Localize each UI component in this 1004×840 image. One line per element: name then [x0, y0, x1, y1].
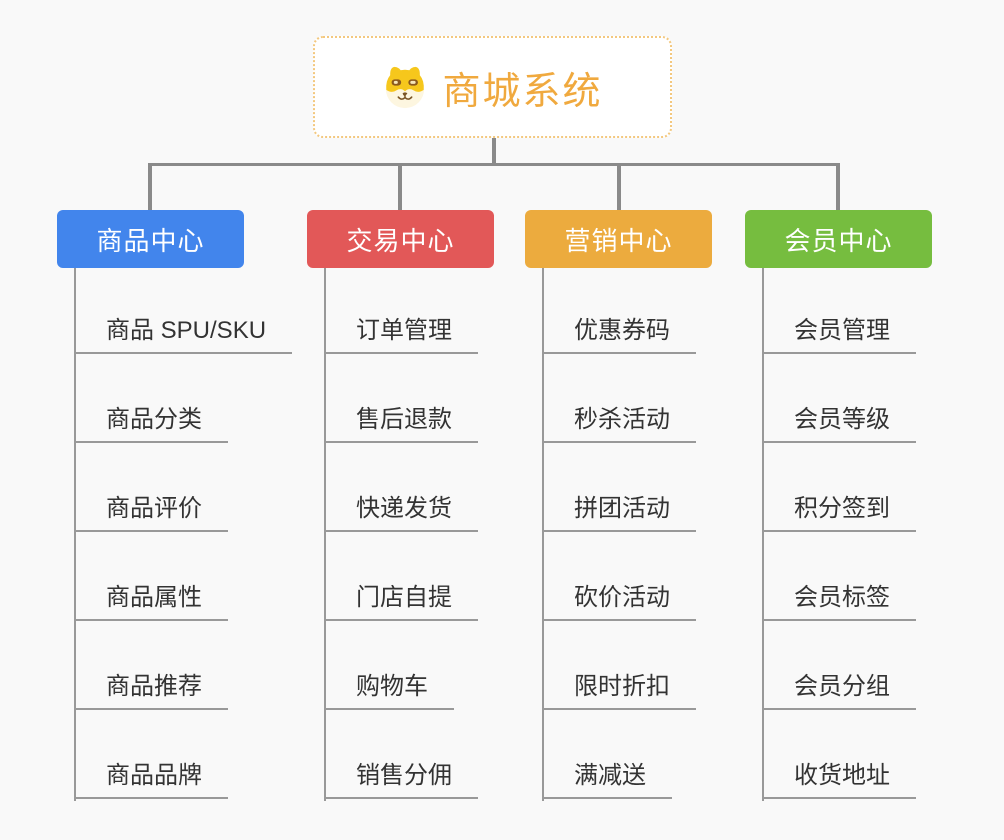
connector-bus	[149, 163, 840, 166]
leaf-node[interactable]: 秒杀活动	[542, 405, 696, 443]
leaf-node[interactable]: 砍价活动	[542, 583, 696, 621]
connector-drop-products	[148, 163, 152, 210]
leaf-node[interactable]: 满减送	[542, 761, 672, 799]
branch-spine-marketing	[542, 268, 544, 801]
connector-root-stem	[492, 138, 496, 165]
leaf-node[interactable]: 会员等级	[762, 405, 916, 443]
branch-products: 商品中心 商品 SPU/SKU 商品分类 商品评价 商品属性 商品推荐 商品品牌	[57, 210, 317, 801]
branch-header-marketing[interactable]: 营销中心	[525, 210, 712, 268]
branch-spine-trade	[324, 268, 326, 801]
leaf-node[interactable]: 订单管理	[324, 316, 478, 354]
branch-member: 会员中心 会员管理 会员等级 积分签到 会员标签 会员分组 收货地址	[745, 210, 1004, 801]
leaf-node[interactable]: 快递发货	[324, 494, 478, 532]
branch-spine-member	[762, 268, 764, 801]
leaf-node[interactable]: 售后退款	[324, 405, 478, 443]
branch-marketing: 营销中心 优惠券码 秒杀活动 拼团活动 砍价活动 限时折扣 满减送	[525, 210, 785, 801]
leaf-node[interactable]: 优惠券码	[542, 316, 696, 354]
connector-drop-trade	[398, 163, 402, 210]
leaf-node[interactable]: 会员标签	[762, 583, 916, 621]
root-title: 商城系统	[442, 70, 603, 113]
root-node[interactable]: 商城系统	[313, 36, 672, 138]
branch-header-trade[interactable]: 交易中心	[307, 210, 494, 268]
branch-trade: 交易中心 订单管理 售后退款 快递发货 门店自提 购物车 销售分佣	[307, 210, 567, 801]
leaf-node[interactable]: 商品 SPU/SKU	[74, 316, 293, 354]
leaf-node[interactable]: 会员管理	[762, 316, 916, 354]
leaf-node[interactable]: 限时折扣	[542, 672, 696, 710]
leaf-node[interactable]: 销售分佣	[324, 761, 478, 799]
leaf-node[interactable]: 商品评价	[74, 494, 228, 532]
leaf-node[interactable]: 购物车	[324, 672, 454, 710]
leaf-node[interactable]: 拼团活动	[542, 494, 696, 532]
leaf-node[interactable]: 门店自提	[324, 583, 478, 621]
dog-face-icon	[382, 64, 428, 110]
leaf-node[interactable]: 商品分类	[74, 405, 228, 443]
leaf-node[interactable]: 商品属性	[74, 583, 228, 621]
leaf-node[interactable]: 积分签到	[762, 494, 916, 532]
leaf-node[interactable]: 商品推荐	[74, 672, 228, 710]
branch-spine-products	[74, 268, 76, 801]
connector-drop-marketing	[617, 163, 621, 210]
leaf-node[interactable]: 商品品牌	[74, 761, 228, 799]
leaf-node[interactable]: 收货地址	[762, 761, 916, 799]
branch-header-member[interactable]: 会员中心	[745, 210, 932, 268]
connector-drop-member	[836, 163, 840, 210]
leaf-node[interactable]: 会员分组	[762, 672, 916, 710]
branch-header-products[interactable]: 商品中心	[57, 210, 244, 268]
